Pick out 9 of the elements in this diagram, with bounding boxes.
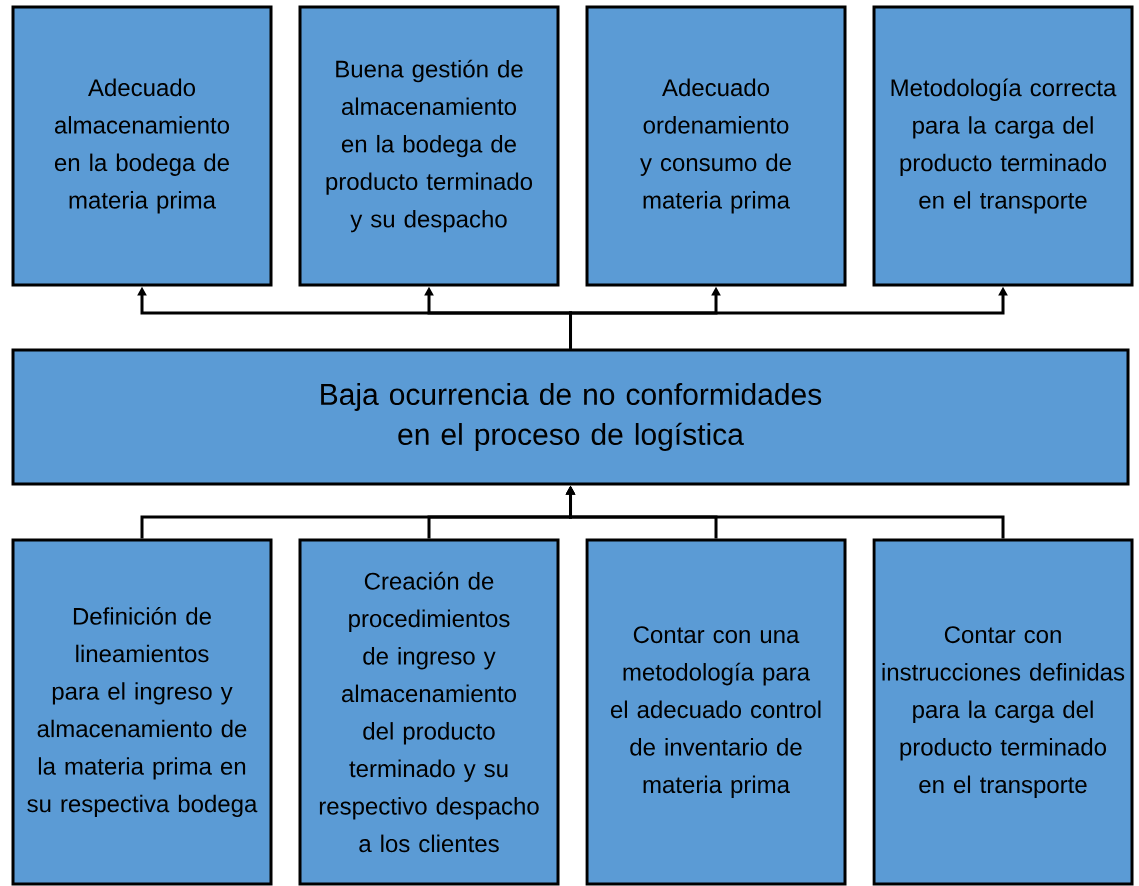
process-box: Baja ocurrencia de no conformidades en el proceso de logística (11, 348, 1130, 486)
process-box: Adecuado almacenamiento en la bodega de materia prima (11, 5, 273, 287)
process-box: Creación de procedimientos de ingreso y almacenamiento del producto terminado y su respectivo despacho a los clientes (298, 538, 560, 886)
process-box: Definición de lineamientos para el ingreso y almacenamiento de la materia prima en su respectiva bodega (11, 538, 273, 886)
process-box: Metodología correcta para la carga del producto terminado en el transporte (872, 5, 1134, 287)
process-box: Contar con instrucciones definidas para la carga del producto terminado en el transporte (872, 538, 1134, 886)
process-box: Contar con una metodología para el adecuado control de inventario de materia prima (585, 538, 847, 886)
process-box: Buena gestión de almacenamiento en la bodega de producto terminado y su despacho (298, 5, 560, 287)
process-box: Adecuado ordenamiento y consumo de materia prima (585, 5, 847, 287)
